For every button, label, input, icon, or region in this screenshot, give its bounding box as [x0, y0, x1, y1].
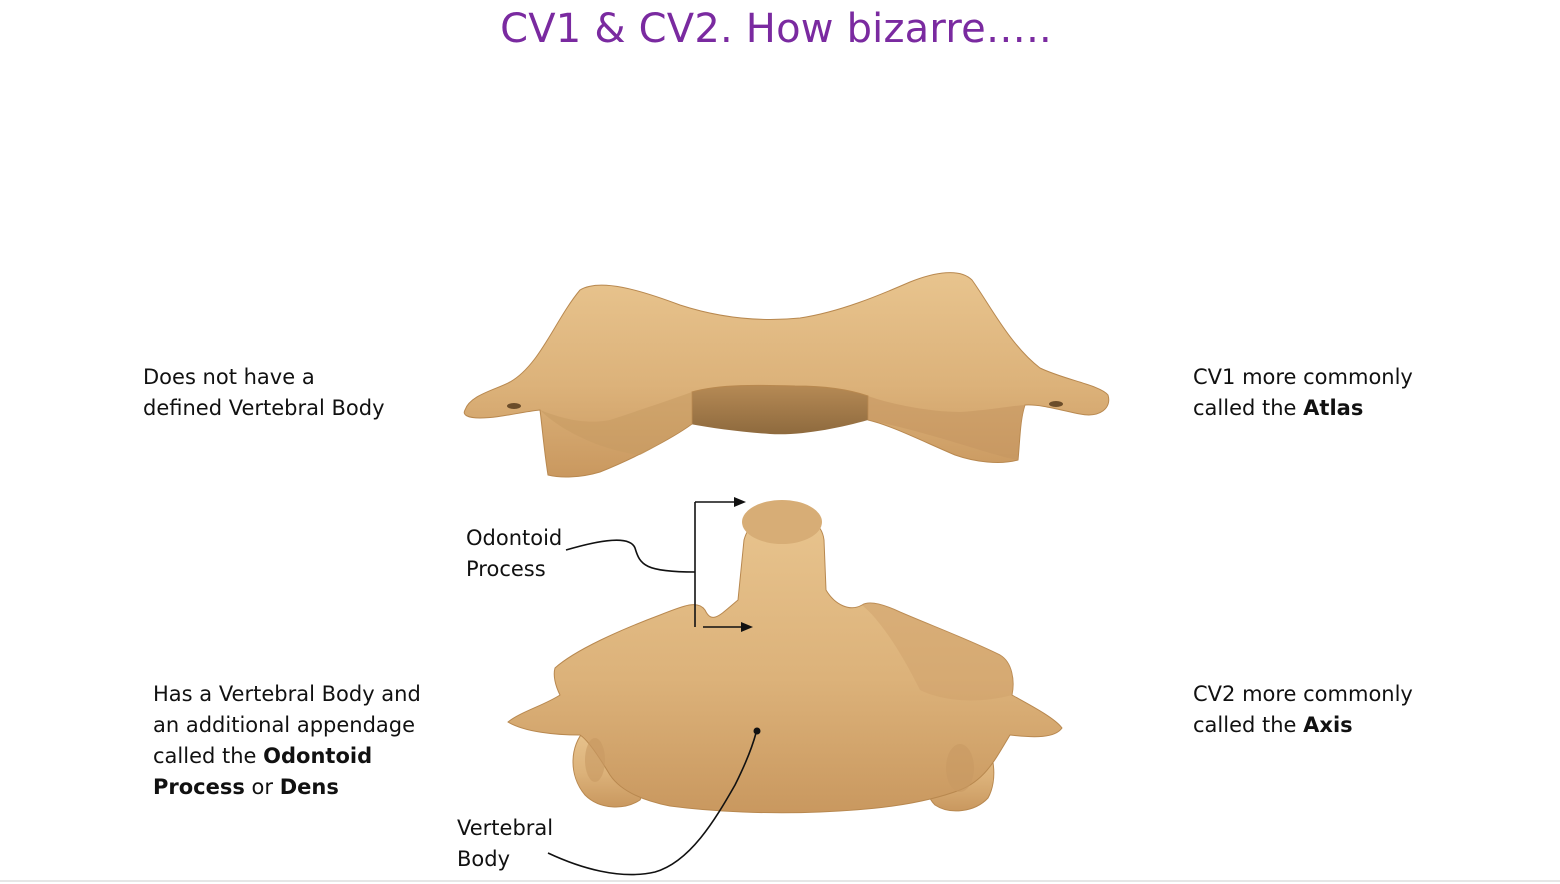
axis-description-line: Process or Dens [153, 772, 421, 803]
atlas-name-note: CV1 more commonly called the Atlas [1193, 362, 1413, 424]
vertebral-body-label: Vertebral Body [457, 813, 553, 875]
axis-name-line: CV2 more commonly [1193, 682, 1413, 706]
or-connector: or [244, 775, 280, 799]
bottom-divider [0, 880, 1560, 882]
process-term: Process [153, 775, 245, 799]
odontoid-process-label: Odontoid Process [466, 523, 562, 585]
atlas-description-line: Does not have a [143, 365, 315, 389]
dens-term: Dens [279, 775, 339, 799]
axis-description-line: an additional appendage [153, 713, 416, 737]
slide-title: CV1 & CV2. How bizarre….. [500, 6, 1052, 52]
odontoid-arrowhead-top [734, 497, 746, 507]
axis-vertebra-shape [507, 500, 1063, 814]
atlas-right-foramen [1049, 401, 1063, 407]
label-line: Vertebral [457, 816, 554, 840]
atlas-description: Does not have a defined Vertebral Body [143, 362, 385, 424]
axis-name-note: CV2 more commonly called the Axis [1193, 679, 1413, 741]
axis-description-line: called the Odontoid [153, 741, 421, 772]
vertebral-body-point [753, 727, 761, 735]
axis-name-line: called the Axis [1193, 710, 1413, 741]
axis-description-prefix: called the [153, 744, 264, 768]
odontoid-tip [742, 500, 822, 544]
atlas-term: Atlas [1303, 396, 1364, 420]
odontoid-pointer [565, 501, 745, 628]
label-line: Process [466, 557, 546, 581]
atlas-left-foramen [507, 403, 521, 409]
label-line: Odontoid [466, 526, 563, 550]
atlas-name-line: called the Atlas [1193, 393, 1413, 424]
axis-description-line: Has a Vertebral Body and [153, 682, 421, 706]
axis-description: Has a Vertebral Body and an additional a… [153, 679, 421, 803]
axis-term: Axis [1303, 713, 1353, 737]
axis-body [507, 512, 1063, 814]
atlas-name-prefix: called the [1193, 396, 1304, 420]
axis-name-prefix: called the [1193, 713, 1304, 737]
vertebral-body-pointer [547, 732, 757, 876]
odontoid-arrowhead-bottom [741, 622, 753, 632]
atlas-vertebra-shape [463, 272, 1110, 478]
axis-left-foramen-hint [585, 738, 605, 782]
atlas-description-line: defined Vertebral Body [143, 396, 385, 420]
atlas-right-shadow [868, 396, 1025, 460]
axis-right-shadow [862, 602, 1014, 701]
atlas-left-shadow [540, 392, 692, 455]
axis-right-foramen-hint [946, 744, 974, 792]
atlas-name-line: CV1 more commonly [1193, 365, 1413, 389]
label-line: Body [457, 847, 511, 871]
atlas-posterior-arch [690, 384, 868, 435]
odontoid-term: Odontoid [263, 744, 373, 768]
